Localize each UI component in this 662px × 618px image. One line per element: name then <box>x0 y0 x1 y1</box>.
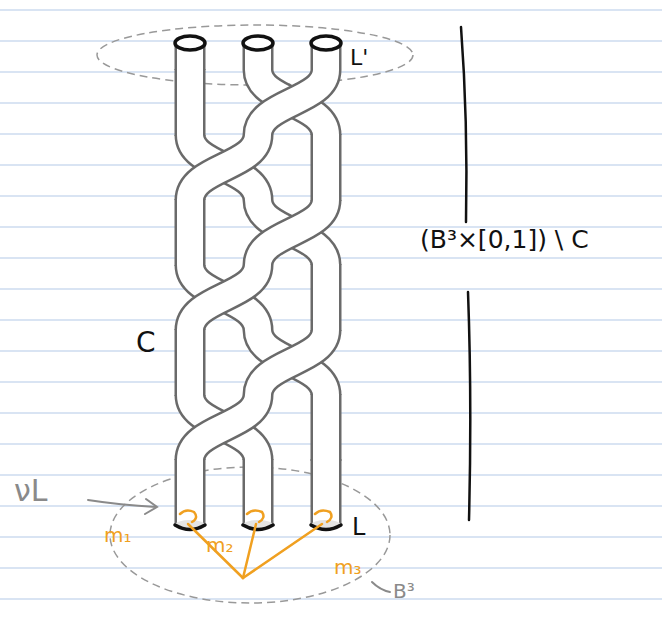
neighbourhood-label: νL <box>14 474 47 507</box>
meridian-label: m₃ <box>334 556 362 578</box>
meridian-label: m₂ <box>206 534 234 556</box>
top-boundary-circles <box>175 36 341 50</box>
link-label: L <box>352 514 365 540</box>
meridian-label: m₁ <box>104 524 132 546</box>
complement-label: (B³×[0,1]) \ C <box>420 226 589 254</box>
dashed-balls <box>97 25 413 603</box>
leader-lines <box>88 499 390 592</box>
bracket <box>461 27 470 520</box>
braid-tubes <box>190 45 326 525</box>
cobordism-label: C <box>136 328 156 359</box>
notebook-lines <box>0 10 662 599</box>
meridian-loops <box>180 510 331 578</box>
ball-label: B³ <box>393 580 415 602</box>
boundary-label: L' <box>350 46 368 70</box>
